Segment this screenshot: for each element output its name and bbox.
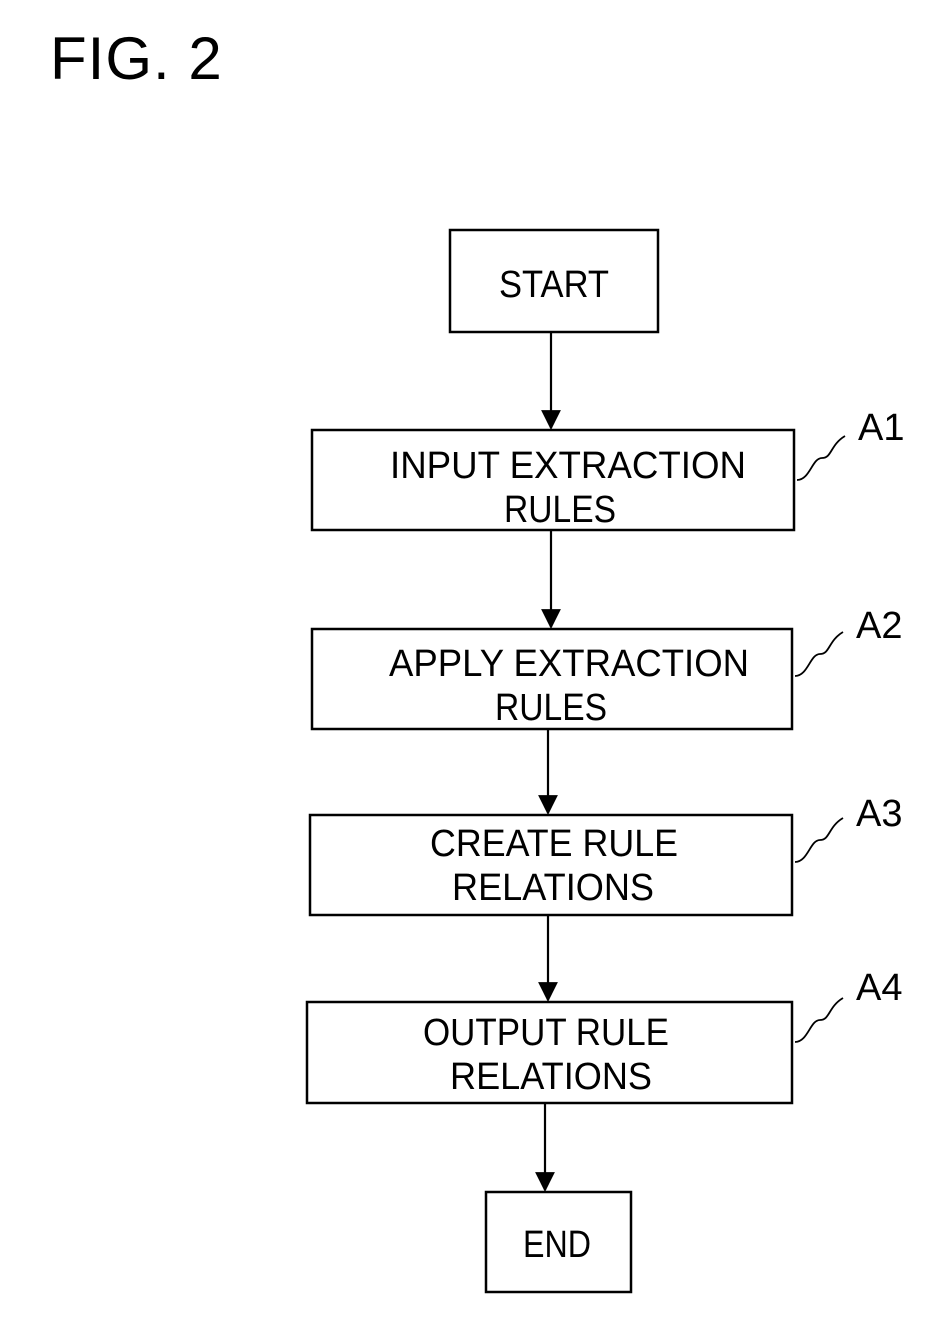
step-a3-leader [794,817,844,863]
step-a3: CREATE RULE RELATIONS A3 [308,793,902,917]
step-a2-leader [794,631,844,677]
start-node: START [448,228,660,334]
step-a1-leader [796,435,846,481]
step-a3-line2: RELATIONS [452,867,654,909]
step-a2: APPLY EXTRACTION RULES A2 [310,605,902,731]
step-a1-line2: RULES [504,489,616,531]
step-a4: OUTPUT RULE RELATIONS A4 [305,967,902,1105]
step-a1-line1: INPUT EXTRACTION [390,445,746,487]
step-a4-ref: A4 [856,967,902,1009]
step-a4-line1: OUTPUT RULE [423,1012,669,1054]
step-a2-line2: RULES [495,687,607,729]
start-label: START [499,264,609,306]
step-a4-leader [794,997,844,1043]
end-node: END [484,1190,633,1294]
step-a3-line1: CREATE RULE [430,823,678,865]
step-a1: INPUT EXTRACTION RULES A1 [310,407,904,532]
step-a2-line1: APPLY EXTRACTION [389,643,749,685]
step-a4-line2: RELATIONS [450,1056,652,1098]
end-label: END [523,1224,591,1266]
figure-title: FIG. 2 [50,25,223,92]
step-a1-ref: A1 [858,407,904,449]
step-a2-ref: A2 [856,605,902,647]
step-a3-ref: A3 [856,793,902,835]
